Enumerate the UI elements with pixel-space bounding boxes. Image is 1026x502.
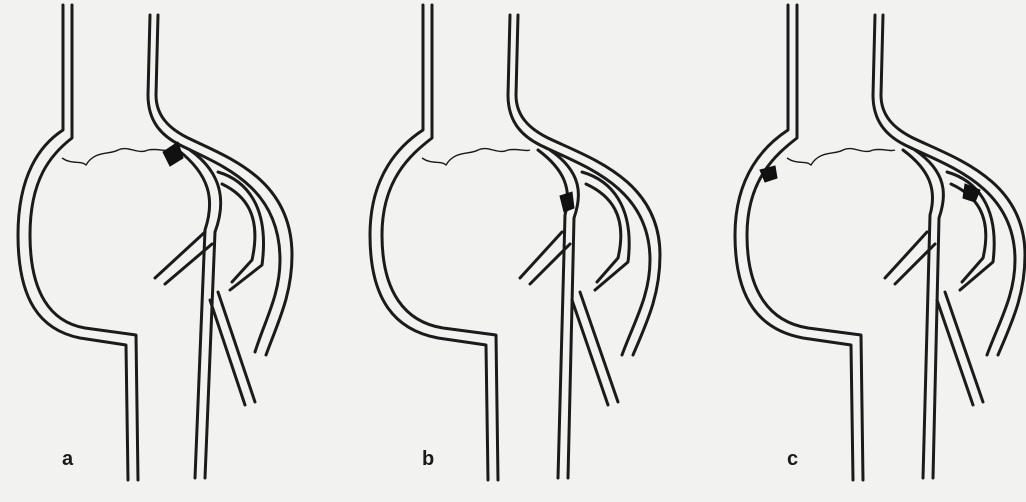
occlusion-marker (560, 192, 574, 212)
right-vessel-outer (148, 15, 280, 352)
left-vessel-outer (370, 5, 488, 480)
left-vessel-inner (30, 5, 138, 480)
branch-diagonal-2 (580, 292, 618, 402)
branch-diagonal (937, 300, 973, 405)
branch-diagonal (572, 300, 608, 405)
branch-loop-inner (222, 184, 255, 282)
branch-loop-inner (586, 184, 621, 282)
branch-main-left (903, 150, 933, 478)
panel-c-drawing (725, 0, 1026, 502)
panel-c: c (725, 0, 1026, 502)
panel-a: a (0, 0, 340, 502)
branch-diagonal-2 (945, 292, 983, 402)
panel-a-drawing (0, 0, 340, 502)
panel-a-label: a (62, 448, 73, 471)
branch-diagonal-2 (218, 292, 255, 402)
membrane (787, 149, 895, 165)
left-vessel-inner (747, 5, 863, 480)
branch-main-right (915, 150, 943, 478)
left-vessel-inner (382, 5, 498, 480)
panel-b-drawing (360, 0, 700, 502)
panel-b-label: b (422, 448, 434, 471)
branch-main-left (178, 150, 210, 478)
left-vessel-outer (735, 5, 853, 480)
membrane (422, 149, 530, 165)
occlusion-marker-right (963, 184, 980, 202)
panel-b: b (360, 0, 700, 502)
membrane (62, 149, 170, 165)
panel-c-label: c (787, 448, 798, 471)
occlusion-marker-left (760, 166, 777, 182)
